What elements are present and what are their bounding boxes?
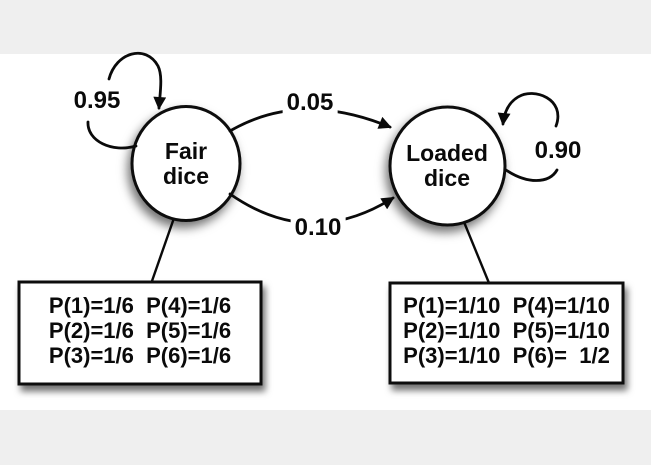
fair-self-transition-label: 0.95 — [69, 89, 125, 113]
fair-self-loop-arrow — [107, 51, 167, 110]
fair-emission-row: P(2)=1/6 P(5)=1/6 — [48, 317, 232, 343]
loaded-emission-row: P(3)=1/10 P(6)= 1/2 — [403, 342, 610, 368]
fair-emission-row: P(1)=1/6 P(4)=1/6 — [48, 292, 232, 318]
fair-emission-table: P(1)=1/6 P(4)=1/6 P(2)=1/6 P(5)=1/6 P(3)… — [19, 280, 261, 380]
loaded-emission-connector — [462, 221, 491, 284]
fair-state-label-line1: Fair — [164, 138, 208, 164]
fair-emission-row: P(3)=1/6 P(6)=1/6 — [48, 342, 232, 368]
fair-state-circle — [130, 105, 242, 222]
loaded-emission-row: P(2)=1/10 P(5)=1/10 — [403, 317, 610, 343]
loaded-emission-table: P(1)=1/10 P(4)=1/10 P(2)=1/10 P(5)=1/10 … — [390, 281, 623, 379]
fair-emission-connector — [150, 217, 176, 282]
loaded-emission-row: P(1)=1/10 P(4)=1/10 — [403, 292, 610, 318]
loaded-emission-box — [388, 281, 625, 385]
loaded-state-label: Loaded dice — [406, 141, 488, 191]
loaded-self-loop-arrow — [497, 92, 560, 128]
loaded-state-label-line1: Loaded — [406, 140, 488, 166]
fair-state-label-line2: dice — [162, 163, 210, 189]
fair-emission-box — [17, 280, 263, 386]
fair-self-loop-tail — [86, 120, 138, 150]
loaded-self-loop-tail — [504, 168, 559, 182]
transition-bottom-label: 0.10 — [290, 216, 346, 240]
loaded-state-circle — [388, 105, 507, 227]
transition-top-label: 0.05 — [282, 91, 338, 115]
fair-state-label: Fair dice — [163, 139, 209, 189]
loaded-self-transition-label: 0.90 — [530, 139, 586, 163]
loaded-state-label-line2: dice — [423, 165, 471, 191]
